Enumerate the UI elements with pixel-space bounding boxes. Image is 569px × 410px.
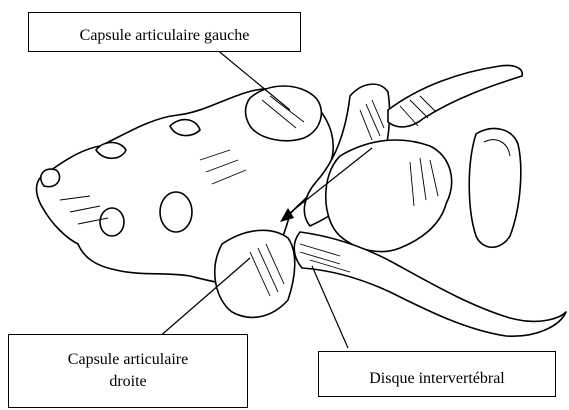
disc-label: Disque intervertébral: [318, 351, 556, 397]
upper-right-process: [388, 65, 522, 126]
left-capsule-label: Capsule articulaire gauche: [28, 12, 301, 52]
leader-disc: [312, 266, 348, 348]
disc-text: Disque intervertébral: [369, 368, 505, 390]
right-vertebra-body: [326, 140, 452, 252]
right-capsule-label: Capsule articulaire droite: [8, 334, 248, 408]
right-capsule-text: Capsule articulaire droite: [63, 349, 193, 392]
transverse-process: [294, 232, 566, 336]
left-capsule-text: Capsule articulaire gauche: [80, 25, 250, 47]
right-articular-process: [215, 230, 295, 317]
left-articular-boss: [246, 86, 322, 141]
disc-fragment: [469, 129, 521, 248]
